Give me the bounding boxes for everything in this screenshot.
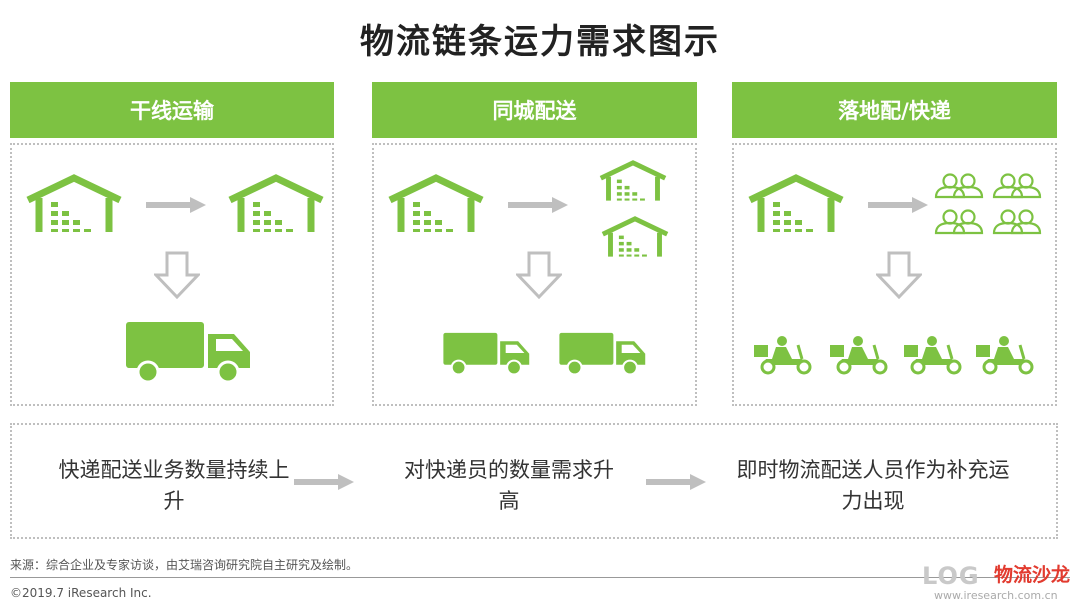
copyright: ©2019.7 iResearch Inc. bbox=[10, 586, 152, 600]
warehouse-icon bbox=[600, 215, 670, 259]
arrow-right-icon bbox=[868, 197, 928, 213]
people-icon bbox=[932, 173, 986, 199]
people-icon bbox=[932, 209, 986, 235]
arrow-right-icon bbox=[146, 197, 206, 213]
footer-divider bbox=[10, 577, 1070, 578]
arrow-down-icon bbox=[516, 251, 562, 299]
panel-last-mile-express bbox=[732, 143, 1057, 406]
arrow-down-icon bbox=[876, 251, 922, 299]
step-courier-demand: 对快递员的数量需求升高 bbox=[404, 458, 614, 513]
source-note: 来源：综合企业及专家访谈，由艾瑞咨询研究院自主研究及绘制。 bbox=[10, 558, 359, 572]
page-title: 物流链条运力需求图示 bbox=[360, 22, 720, 62]
warehouse-icon bbox=[24, 173, 124, 235]
arrow-right-icon bbox=[508, 197, 568, 213]
panel-trunk-transport bbox=[10, 143, 334, 406]
step-instant-logistics: 即时物流配送人员作为补充运力出现 bbox=[736, 458, 1010, 513]
warehouse-icon bbox=[598, 159, 668, 203]
logo-url: www.iresearch.com.cn bbox=[934, 589, 1058, 602]
logo-log-text: LOG bbox=[922, 562, 980, 590]
arrow-right-icon bbox=[646, 474, 706, 490]
step-express-volume: 快递配送业务数量持续上升 bbox=[58, 458, 290, 513]
truck-icon bbox=[442, 331, 532, 375]
truck-icon bbox=[124, 319, 254, 383]
delivery-scooter-icon bbox=[752, 335, 816, 375]
panel-city-delivery bbox=[372, 143, 697, 406]
delivery-scooter-icon bbox=[974, 335, 1038, 375]
arrow-right-icon bbox=[294, 474, 354, 490]
arrow-down-icon bbox=[154, 251, 200, 299]
delivery-scooter-icon bbox=[902, 335, 966, 375]
truck-icon bbox=[558, 331, 648, 375]
logo-cn-text: 物流沙龙 bbox=[994, 564, 1071, 586]
warehouse-icon bbox=[386, 173, 486, 235]
header-trunk-transport: 干线运输 bbox=[10, 82, 334, 138]
people-icon bbox=[990, 209, 1044, 235]
header-last-mile-express: 落地配/快递 bbox=[732, 82, 1057, 138]
people-icon bbox=[990, 173, 1044, 199]
demand-flow-box: 快递配送业务数量持续上升 对快递员的数量需求升高 即时物流配送人员作为补充运力出… bbox=[10, 423, 1058, 539]
header-city-delivery: 同城配送 bbox=[372, 82, 697, 138]
warehouse-icon bbox=[226, 173, 326, 235]
warehouse-icon bbox=[746, 173, 846, 235]
delivery-scooter-icon bbox=[828, 335, 892, 375]
